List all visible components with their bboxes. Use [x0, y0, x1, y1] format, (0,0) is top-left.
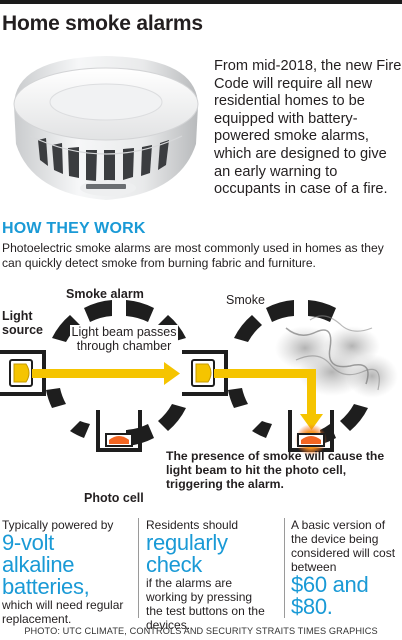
fact-batteries-post: which will need regular replacement.	[2, 598, 124, 626]
fact-cost: A basic version of the device being cons…	[291, 518, 402, 618]
fact-batteries-pre: Typically powered by	[2, 518, 114, 532]
section-heading: HOW THEY WORK	[2, 220, 146, 237]
fact-cost-highlight: $60 and $80.	[291, 572, 369, 619]
fact-batteries: Typically powered by 9-volt alkaline bat…	[2, 518, 126, 626]
photo-credit: PHOTO: UTC CLIMATE, CONTROLS AND SECURIT…	[24, 626, 378, 636]
section-subtitle: Photoelectric smoke alarms are most comm…	[2, 241, 384, 270]
right-light-beam	[214, 369, 316, 378]
fact-batteries-highlight: 9-volt alkaline batteries,	[2, 530, 90, 599]
fact-regular-check: Residents should regularly check if the …	[146, 518, 282, 632]
smoke-alarm-photo	[13, 56, 199, 200]
light-source-label: Light source	[2, 309, 43, 337]
left-light-beam	[32, 369, 166, 378]
column-divider	[138, 518, 139, 618]
how-it-works-diagram	[0, 300, 398, 456]
top-rule	[0, 0, 402, 4]
fact-check-post: if the alarms are working by pressing th…	[146, 576, 265, 632]
intro-paragraph: From mid-2018, the new Fire Code will re…	[214, 58, 402, 198]
smoke-presence-caption: The presence of smoke will cause the lig…	[166, 449, 385, 491]
fact-check-highlight: regularly check	[146, 530, 228, 577]
left-photo-cell	[96, 410, 142, 452]
photo-cell-label: Photo cell	[84, 491, 144, 505]
smoke-alarm-label: Smoke alarm	[66, 287, 144, 301]
smoke-plume	[275, 315, 398, 398]
fact-check-pre: Residents should	[146, 518, 239, 532]
column-divider	[284, 518, 285, 618]
right-chamber	[228, 300, 368, 444]
page-title: Home smoke alarms	[2, 12, 203, 35]
light-beam-label: Light beam passes through chamber	[70, 325, 178, 353]
fact-cost-pre: A basic version of the device being cons…	[291, 518, 396, 574]
smoke-label: Smoke	[226, 293, 265, 307]
